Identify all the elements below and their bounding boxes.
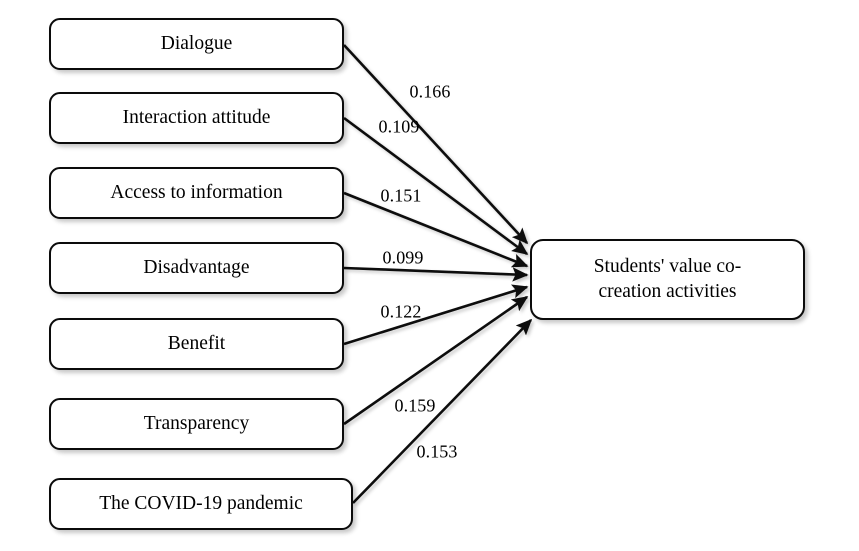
edges-group: [343, 44, 533, 504]
path-arrow-benefit: [343, 284, 529, 346]
path-coefficient-disadvantage: 0.099: [382, 247, 424, 268]
path-arrow-transparency: [343, 295, 529, 426]
node-label: Interaction attitude: [122, 106, 271, 128]
path-arrow-dialogue: [343, 44, 529, 245]
path-coefficient-covid-19-pandemic: 0.153: [416, 441, 458, 462]
path-coefficient-dialogue: 0.166: [409, 81, 451, 102]
path-arrow-access-to-information: [343, 191, 529, 268]
path-arrow-covid-19-pandemic: [352, 318, 533, 504]
node-covid-19-pandemic[interactable]: The COVID-19 pandemic: [49, 478, 353, 530]
node-access-to-information[interactable]: Access to information: [49, 167, 344, 219]
node-label-line2: creation activities: [598, 280, 737, 302]
path-arrow-disadvantage: [343, 266, 529, 282]
path-arrow-interaction-attitude: [343, 116, 529, 256]
node-dialogue[interactable]: Dialogue: [49, 18, 344, 70]
node-label: Dialogue: [160, 32, 233, 54]
node-label: Benefit: [167, 332, 226, 354]
node-transparency[interactable]: Transparency: [49, 398, 344, 450]
node-label-line1: Students' value co-: [593, 256, 742, 278]
node-label: Students' value co- creation activities: [594, 255, 742, 304]
node-label: Transparency: [143, 412, 250, 434]
node-disadvantage[interactable]: Disadvantage: [49, 242, 344, 294]
node-label: Access to information: [110, 181, 283, 203]
node-label: Disadvantage: [143, 256, 250, 278]
path-coefficient-interaction-attitude: 0.109: [378, 116, 420, 137]
path-coefficient-benefit: 0.122: [380, 301, 422, 322]
node-students-value-co-creation-activities[interactable]: Students' value co- creation activities: [530, 239, 805, 320]
path-coefficient-access-to-information: 0.151: [380, 185, 422, 206]
node-interaction-attitude[interactable]: Interaction attitude: [49, 92, 344, 144]
node-label: The COVID-19 pandemic: [99, 492, 303, 514]
path-coefficient-transparency: 0.159: [394, 395, 436, 416]
node-benefit[interactable]: Benefit: [49, 318, 344, 370]
